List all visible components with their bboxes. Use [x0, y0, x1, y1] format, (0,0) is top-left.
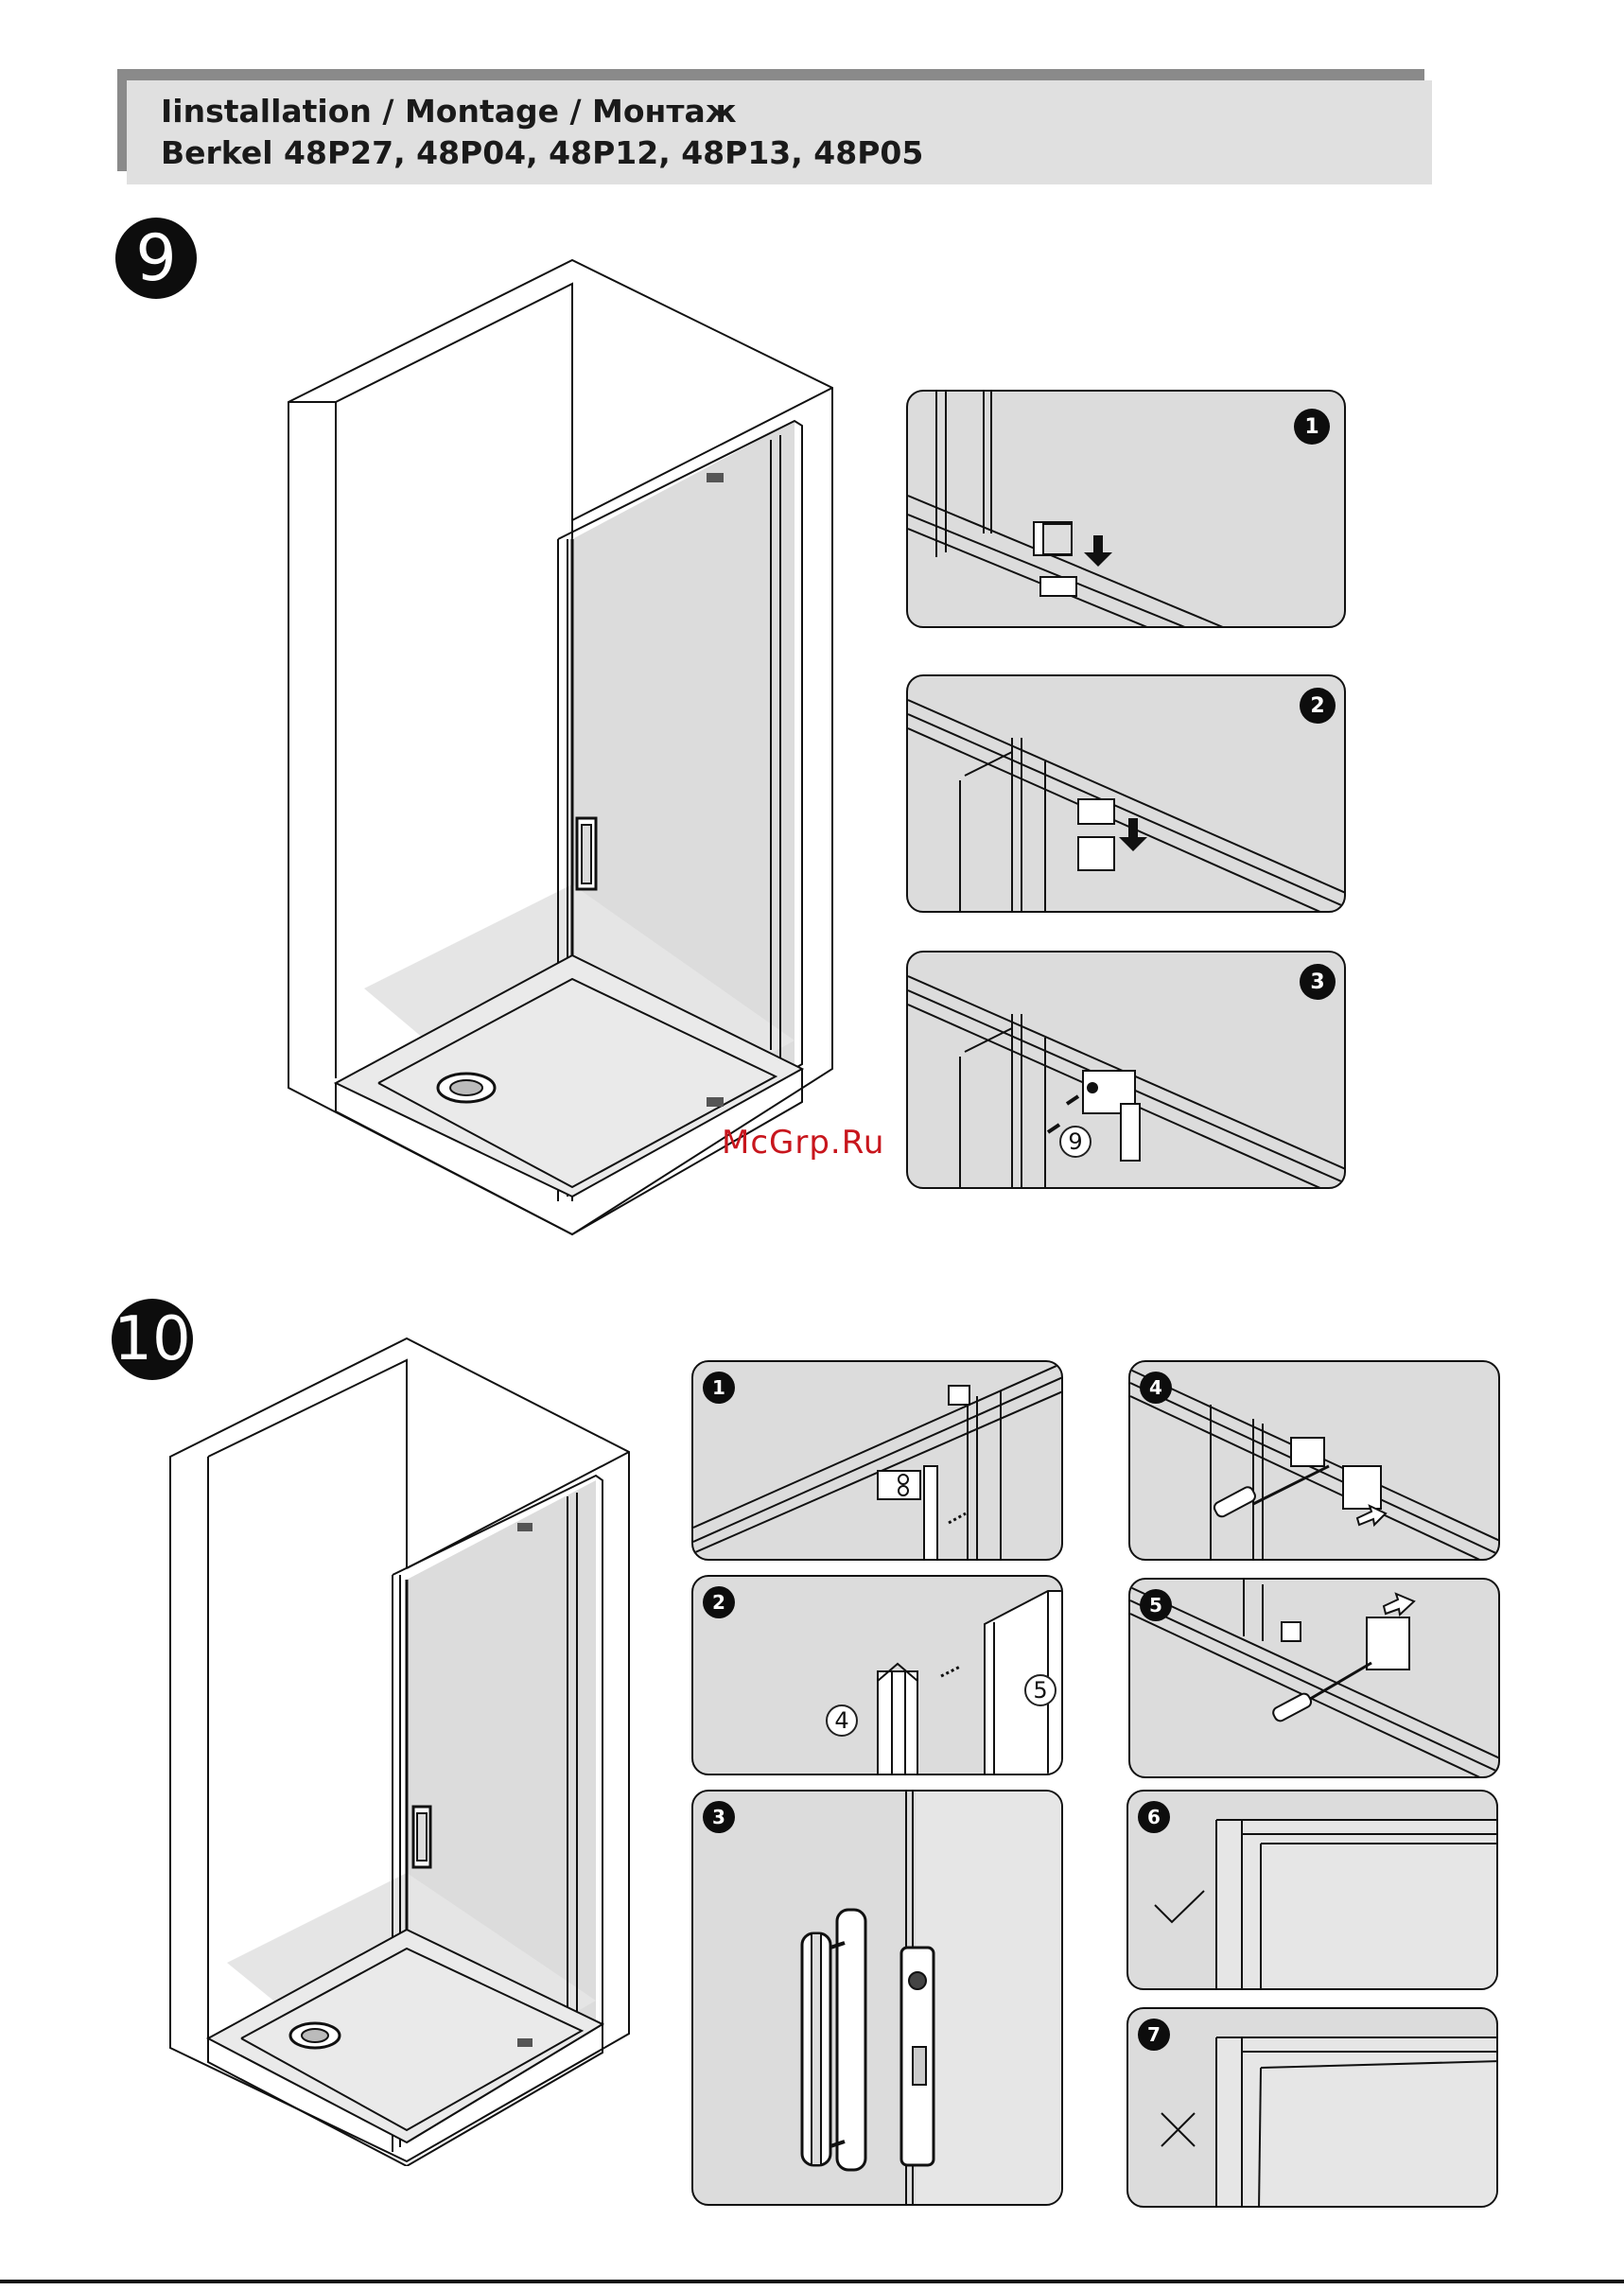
step-10-panel-2: 2 4 5 [691, 1575, 1063, 1775]
step-10-callout-5: 5 [1024, 1674, 1056, 1706]
step-10-panel-1: 1 [691, 1360, 1063, 1561]
screwdriver-icon [1271, 1691, 1313, 1722]
step-10-panel-4: 4 [1128, 1360, 1500, 1561]
step-9-panel-3: 3 9 [906, 951, 1346, 1189]
page-bottom-rule [0, 2280, 1624, 2283]
header-title: Iinstallation / Montage / Монтаж [161, 93, 737, 130]
step-9-panel-3-badge: 3 [1300, 964, 1336, 1000]
step-9-panel-2: 2 [906, 674, 1346, 913]
step-10-panel-6-badge: 6 [1138, 1801, 1170, 1833]
step-10-panel-6: 6 [1126, 1790, 1498, 1990]
step-10-panel-3-badge: 3 [703, 1801, 735, 1833]
step-10-shower-drawing [166, 1334, 638, 2166]
step-9-shower-drawing [284, 255, 851, 1239]
check-icon [1155, 1891, 1204, 1922]
step-9-callout-9: 9 [1059, 1126, 1091, 1158]
step-9-panel-1-badge: 1 [1294, 409, 1330, 445]
header-models: Berkel 48P27, 48P04, 48P12, 48P13, 48P05 [161, 134, 923, 171]
step-10-panel-7-badge: 7 [1138, 2019, 1170, 2051]
step-10-panel-5: 5 [1128, 1578, 1500, 1778]
step-9-badge: 9 [115, 218, 197, 299]
watermark: McGrp.Ru [722, 1124, 884, 1162]
step-9-panel-2-badge: 2 [1300, 688, 1336, 724]
step-10-panel-5-badge: 5 [1140, 1589, 1172, 1621]
step-10-callout-4: 4 [826, 1704, 858, 1737]
header-left-bar [117, 69, 127, 171]
step-10-panel-2-badge: 2 [703, 1586, 735, 1618]
cross-icon [1161, 2113, 1195, 2146]
step-9-panel-1: 1 [906, 390, 1346, 628]
step-10-panel-1-badge: 1 [703, 1372, 735, 1404]
step-10-panel-4-badge: 4 [1140, 1372, 1172, 1404]
step-10-panel-3: 3 [691, 1790, 1063, 2206]
screwdriver-icon [1213, 1485, 1257, 1518]
step-10-panel-7: 7 [1126, 2007, 1498, 2208]
header-top-bar [117, 69, 1424, 80]
